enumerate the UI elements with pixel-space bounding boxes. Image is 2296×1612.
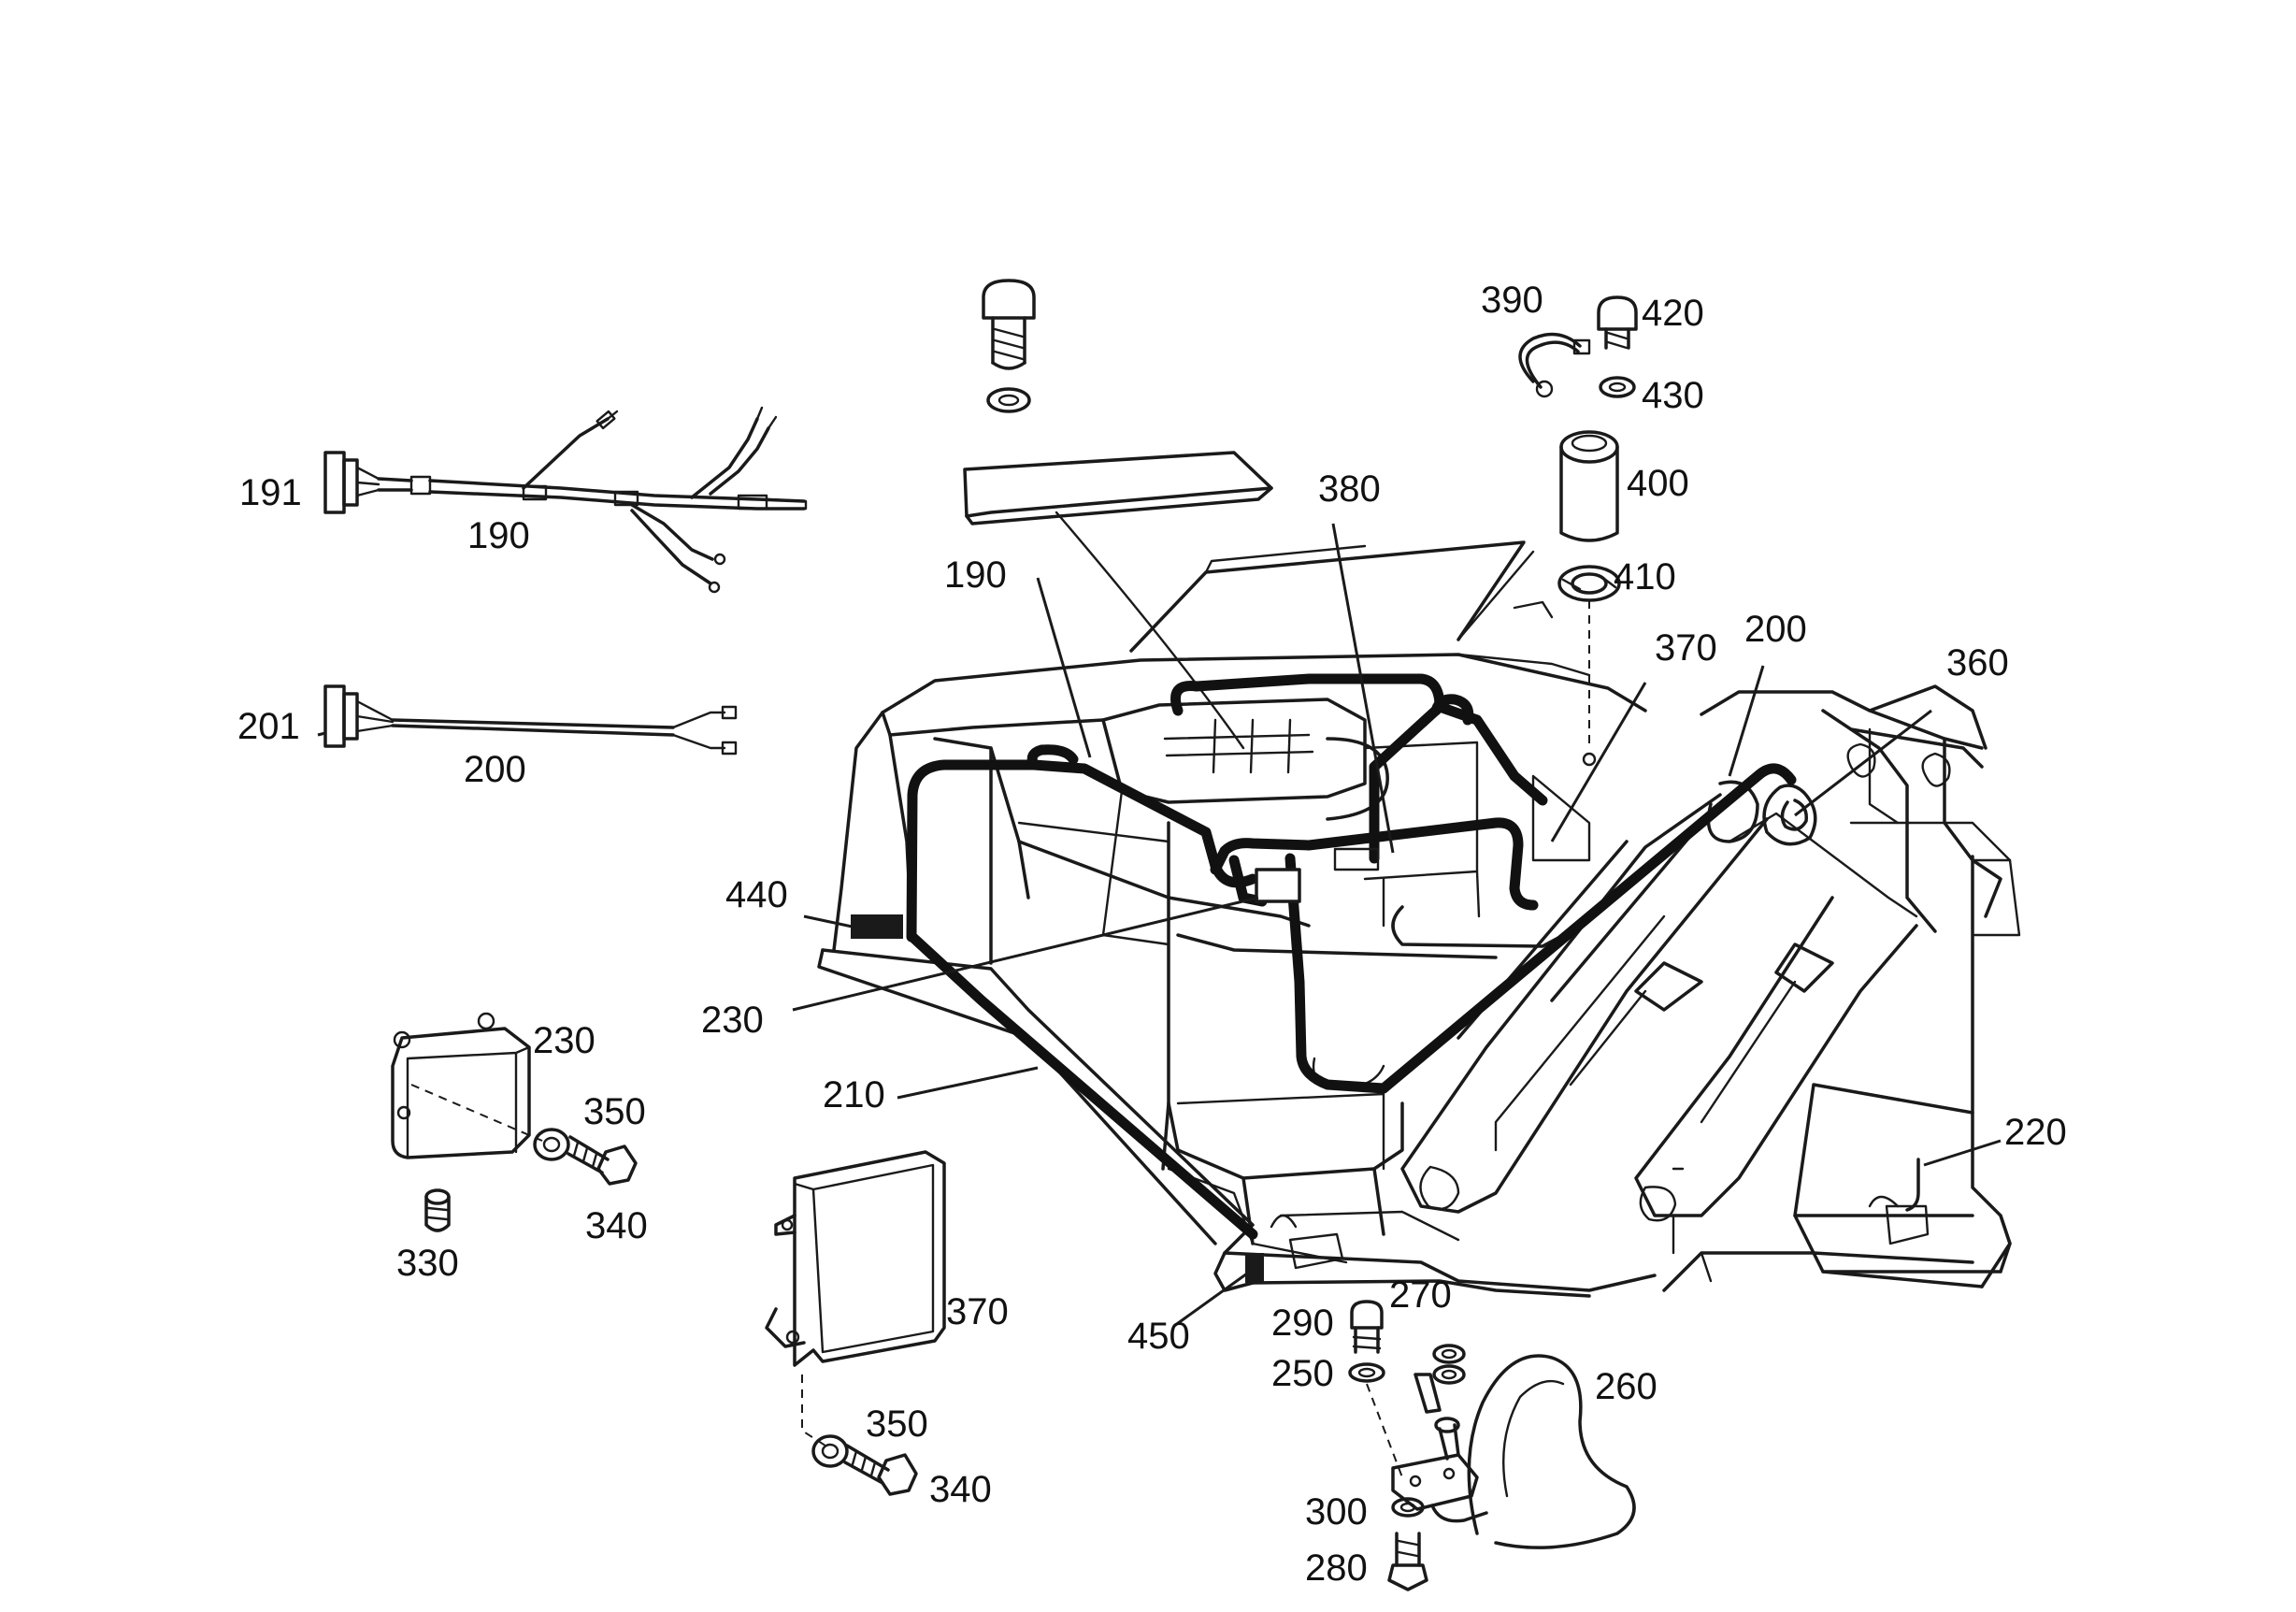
callout-350-lower: 350 [866,1403,928,1445]
callout-340-upper: 340 [585,1205,648,1246]
callout-370-box: 370 [946,1291,1009,1332]
callout-280: 280 [1305,1547,1368,1589]
callout-190-installed: 190 [944,554,1007,596]
control-box-370-part [765,1150,946,1496]
callout-230-installed: 230 [701,1000,764,1041]
callout-430: 430 [1642,375,1704,416]
callout-380: 380 [1318,468,1381,510]
callout-220: 220 [2004,1112,2067,1153]
wiring-harness-190-part [323,406,808,594]
callout-350-upper: 350 [583,1091,646,1132]
callout-370-installed: 370 [1655,627,1717,669]
callout-390: 390 [1481,280,1543,321]
callout-300: 300 [1305,1491,1368,1533]
horn-260-part [1348,1300,1636,1591]
callout-191: 191 [239,472,302,513]
junction-box-230-part [391,1012,638,1232]
callout-250: 250 [1271,1353,1334,1394]
cover-plate-part [963,279,1273,750]
callout-290: 290 [1271,1303,1334,1344]
callout-260: 260 [1595,1366,1657,1407]
callout-190-harness: 190 [467,515,530,556]
callout-201: 201 [237,706,300,747]
callout-410: 410 [1614,556,1676,597]
callout-270: 270 [1389,1274,1452,1316]
machine-body [817,540,2021,1298]
installed-harness [851,673,1930,1283]
callout-210: 210 [823,1074,885,1115]
callout-labels: 191 190 201 200 190 380 390 420 430 400 … [237,280,2067,1589]
callout-200-installed: 200 [1744,609,1807,650]
callout-400: 400 [1627,463,1689,504]
leader-lines [317,523,2002,1328]
cable-200-part [323,684,738,756]
callout-340-lower: 340 [929,1469,992,1510]
callout-200-cable: 200 [464,749,526,790]
callout-420: 420 [1642,293,1704,334]
callout-440: 440 [725,874,788,915]
callout-230-box: 230 [533,1020,596,1061]
callout-450: 450 [1127,1316,1190,1357]
callout-330: 330 [396,1243,459,1284]
filler-parts [1518,295,1638,767]
callout-360: 360 [1946,642,2009,684]
